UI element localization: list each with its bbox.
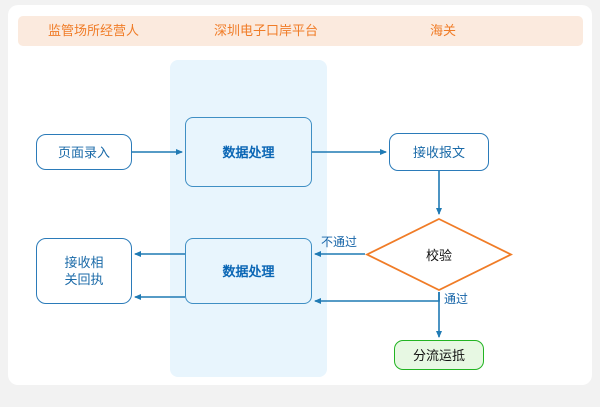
edge-label-fail: 不通过 (321, 235, 358, 249)
node-page-entry[interactable]: 页面录入 (36, 134, 132, 170)
swimlane-header-bar: 监管场所经营人 深圳电子口岸平台 海关 (18, 16, 583, 46)
node-data-processing-1-label: 数据处理 (222, 144, 275, 160)
swimlane-title-operator: 监管场所经营人 (48, 23, 140, 38)
node-verify-decision[interactable]: 校验 (364, 217, 514, 292)
swimlane-title-customs: 海关 (430, 23, 457, 38)
node-data-processing-2-label: 数据处理 (222, 263, 275, 279)
swimlane-column-platform (170, 60, 327, 377)
edge-label-pass: 通过 (444, 292, 469, 306)
node-receive-receipt-label: 接收相 关回执 (64, 254, 103, 288)
node-verify-decision-label: 校验 (425, 248, 452, 263)
diamond-shape-icon (364, 217, 514, 292)
node-dispatch-arrival[interactable]: 分流运抵 (394, 340, 484, 370)
node-data-processing-1[interactable]: 数据处理 (185, 117, 312, 187)
node-data-processing-2[interactable]: 数据处理 (185, 238, 312, 304)
node-receive-receipt-line2: 关回执 (64, 272, 104, 287)
node-receive-message-label: 接收报文 (412, 144, 465, 160)
node-dispatch-arrival-label: 分流运抵 (412, 347, 465, 363)
swimlane-title-platform: 深圳电子口岸平台 (214, 23, 319, 38)
node-receive-message[interactable]: 接收报文 (389, 133, 489, 171)
node-page-entry-label: 页面录入 (57, 144, 110, 160)
node-receive-receipt[interactable]: 接收相 关回执 (36, 238, 132, 304)
node-receive-receipt-line1: 接收相 (64, 255, 104, 270)
